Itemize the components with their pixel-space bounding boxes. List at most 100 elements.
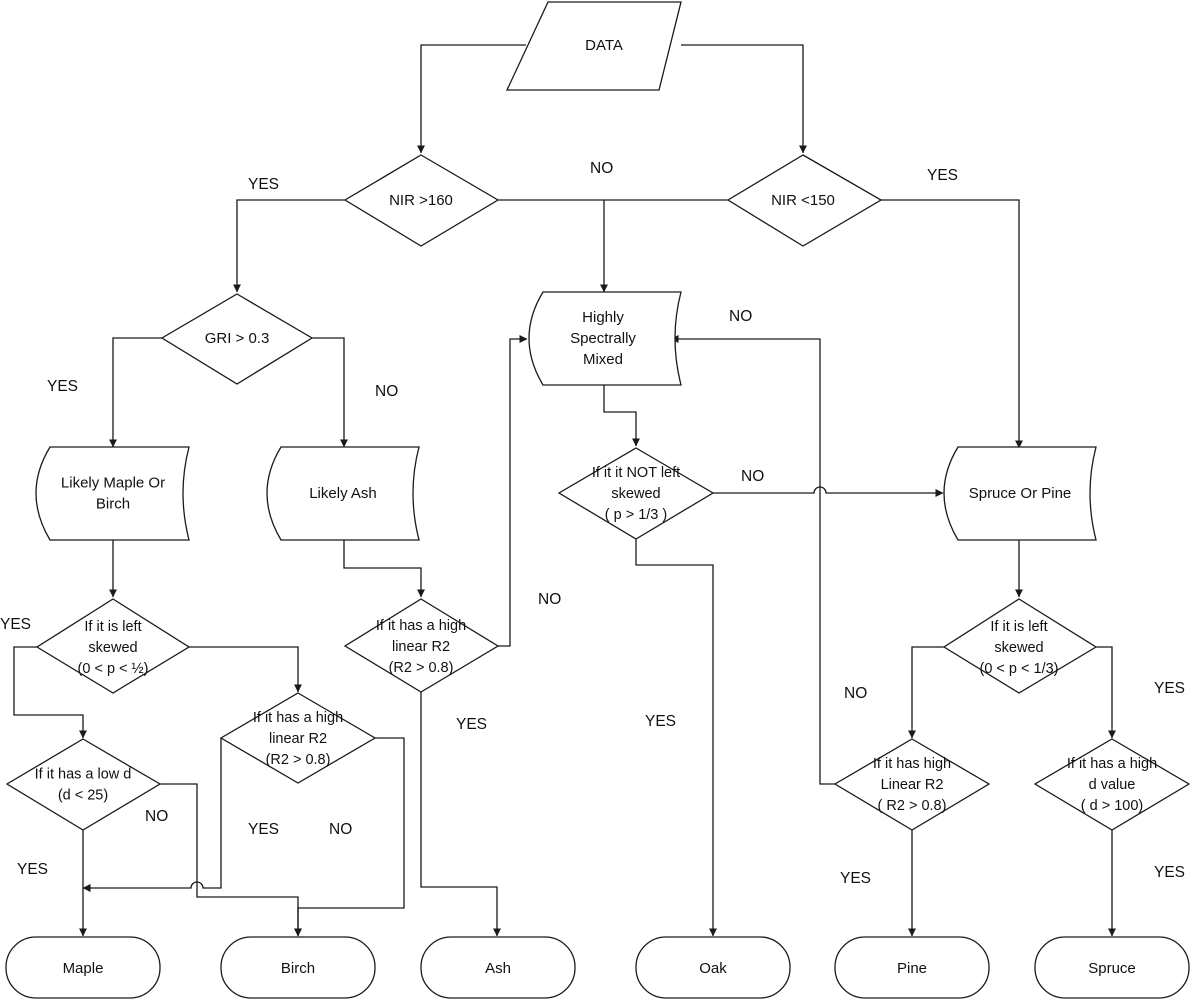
box-likely-ash: Likely Ash [266, 446, 420, 541]
box-likely-maple-or-birch: Likely Maple Or Birch [35, 446, 190, 541]
label-left-half-yes: YES [0, 616, 31, 633]
edge-birch-r2-no [294, 737, 405, 937]
node-label-not-left-skewed: If it it NOT left skewed ( p > 1/3 ) [592, 465, 680, 523]
terminal-birch: Birch [220, 936, 376, 999]
node-label-maple-birch: Likely Maple Or Birch [61, 475, 165, 513]
label-mixed-loop-no: NO [729, 308, 752, 325]
node-label-line: Likely Ash [309, 485, 377, 502]
node-label-line: skewed [994, 640, 1043, 656]
label-gri-no: NO [375, 383, 398, 400]
node-label-line: skewed [88, 640, 137, 656]
node-label-line: GRI > 0.3 [205, 330, 270, 347]
edge-nir-high-to-gri [233, 199, 345, 293]
node-label-oak: Oak [699, 960, 727, 977]
node-label-line: (0 < p < 1/3) [980, 661, 1059, 677]
edge-gri-yes [109, 337, 162, 448]
node-label-birch: Birch [281, 960, 315, 977]
decision-gri: GRI > 0.3 [160, 293, 314, 385]
label-oak-yes: YES [645, 713, 676, 730]
node-label-line: Likely Maple Or [61, 475, 165, 492]
node-label-line: Linear R2 [881, 777, 944, 793]
node-label-maple: Maple [63, 960, 104, 977]
label-birch-r2-no: NO [329, 821, 352, 838]
node-label-line: Birch [281, 960, 315, 977]
node-label-likely-ash: Likely Ash [309, 485, 377, 502]
label-low-d-no: NO [145, 808, 168, 825]
node-label-pine: Pine [897, 960, 927, 977]
decision-not-left-skewed: If it it NOT left skewed ( p > 1/3 ) [557, 447, 715, 540]
node-label-line: NIR >160 [389, 192, 453, 209]
node-label-line: Maple [63, 960, 104, 977]
edge-data-to-nir-low [681, 44, 807, 154]
node-label-line: (d < 25) [58, 788, 108, 804]
node-label-line: (R2 > 0.8) [266, 752, 331, 768]
label-spruce-yes: YES [1154, 864, 1185, 881]
node-label-line: Spruce [1088, 960, 1136, 977]
node-label-nir-low: NIR <150 [771, 192, 835, 209]
label-gri-yes: YES [47, 378, 78, 395]
node-label-line: linear R2 [392, 639, 450, 655]
box-spruce-or-pine: Spruce Or Pine [943, 446, 1097, 541]
nodes: DATA NIR >160 NIR <150 GRI > 0.3 If it i… [5, 1, 1190, 999]
label-low-d-yes: YES [17, 861, 48, 878]
node-label-line: Oak [699, 960, 727, 977]
label-not-left-no: NO [741, 468, 764, 485]
edge-mixed-to-not-left [603, 385, 640, 447]
node-label-line: d value [1089, 777, 1136, 793]
node-label-spruce: Spruce [1088, 960, 1136, 977]
edge-nir-low-to-spruce-pine [881, 199, 1023, 449]
node-label-line: (0 < p < ½) [78, 661, 149, 677]
data-node: DATA [505, 1, 682, 91]
node-label-line: Highly [582, 309, 624, 326]
node-label-spruce-pine: Spruce Or Pine [969, 485, 1072, 502]
edge-birch-r2-yes [82, 738, 222, 892]
decision-left-skewed-third: If it is left skewed (0 < p < 1/3) [942, 598, 1098, 694]
terminal-maple: Maple [5, 936, 161, 999]
edge-labels: YES NO YES YES NO NO NO YES NO NO YES NO… [0, 160, 1185, 887]
edge-left-half-no [189, 646, 302, 693]
node-label-line: Spruce Or Pine [969, 485, 1072, 502]
node-label-ash: Ash [485, 960, 511, 977]
node-label-line: NIR <150 [771, 192, 835, 209]
edge-left-half-yes [13, 646, 87, 739]
node-label-line: If it it NOT left [592, 465, 680, 481]
node-label-line: If it has a high [376, 618, 466, 634]
node-label-line: skewed [611, 486, 660, 502]
edge-not-left-to-spruce-pine [713, 486, 944, 497]
node-label-nir-high: NIR >160 [389, 192, 453, 209]
node-label-line: Birch [96, 496, 130, 513]
node-label-line: ( d > 100) [1081, 798, 1143, 814]
node-label-line: Mixed [583, 351, 623, 368]
label-high-r2-ash-yes: YES [456, 716, 487, 733]
decision-nir-low: NIR <150 [726, 154, 883, 247]
terminal-ash: Ash [420, 936, 576, 999]
node-label-line: Spectrally [570, 330, 636, 347]
node-label-line: If it is left [990, 619, 1047, 635]
terminal-oak: Oak [635, 936, 791, 999]
node-label-line: ( p > 1/3 ) [605, 507, 667, 523]
terminal-pine: Pine [834, 936, 990, 999]
edge-left-third-no [908, 646, 944, 739]
decision-low-d: If it has a low d (d < 25) [5, 738, 162, 831]
edge-low-d-no [160, 783, 302, 937]
node-label-line: Ash [485, 960, 511, 977]
node-label-gri: GRI > 0.3 [205, 330, 270, 347]
label-left-third-yes: YES [1154, 680, 1185, 697]
edge-high-r2-ash-to-ash [420, 692, 501, 937]
edge-high-r2-ash-no-to-mixed [498, 335, 528, 647]
edge-pine-r2-no-to-mixed [670, 335, 835, 785]
node-label-left-skewed-third: If it is left skewed (0 < p < 1/3) [980, 619, 1059, 677]
label-nir-low-yes: YES [927, 167, 958, 184]
node-label-line: DATA [585, 37, 623, 54]
node-label-line: If it has a low d [35, 767, 132, 783]
node-label-low-d: If it has a low d (d < 25) [35, 767, 132, 804]
edge-gri-no [312, 337, 348, 448]
